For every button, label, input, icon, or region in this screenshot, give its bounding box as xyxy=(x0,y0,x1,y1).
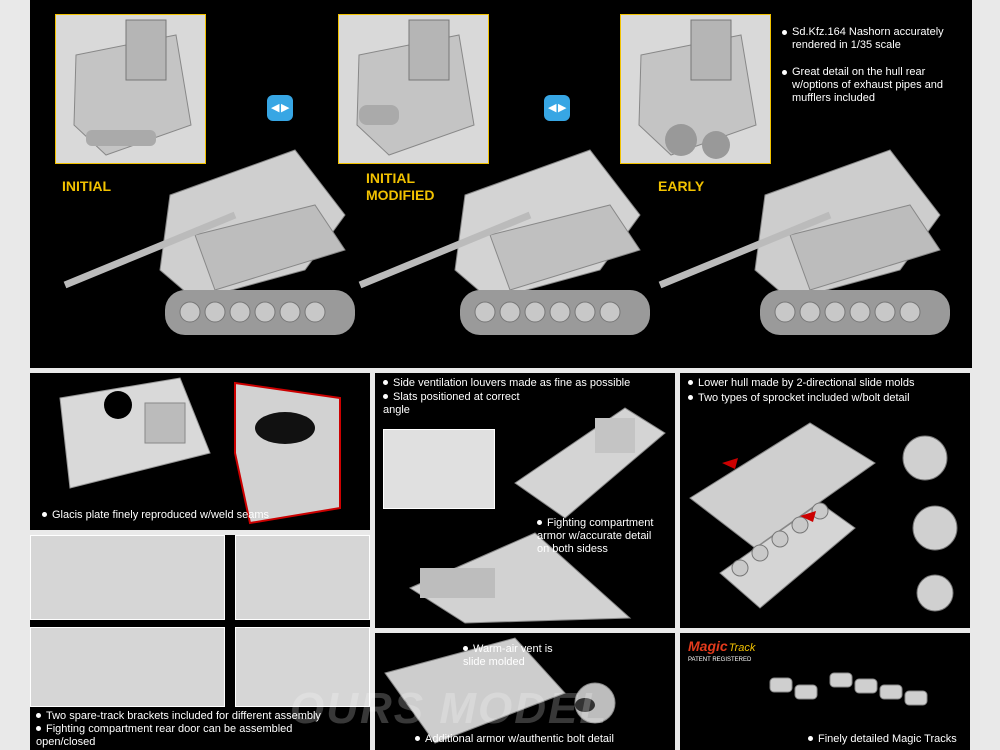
caption-glacis: Glacis plate finely reproduced w/weld se… xyxy=(42,509,269,522)
lower-hull-drawing xyxy=(689,422,958,612)
glacis-panel: Glacis plate finely reproduced w/weld se… xyxy=(30,373,370,530)
caption-text: Two spare-track brackets included for di… xyxy=(46,710,321,722)
variant-label-initial-modified: INITIAL MODIFIED xyxy=(366,170,435,203)
spare-track-panel: Two spare-track brackets included for di… xyxy=(30,535,370,750)
rear-door-open xyxy=(235,627,370,707)
inset-early-rear xyxy=(620,14,771,164)
variant-label-early: EARLY xyxy=(658,178,705,194)
tank-model-early xyxy=(658,149,950,335)
louver-detail-inset xyxy=(383,429,495,509)
caption-text: Slats positioned at correct angle xyxy=(383,391,520,416)
caption-text: Fighting compartment armor w/accurate de… xyxy=(537,517,654,555)
bullet-icon xyxy=(383,380,388,385)
caption-rear-door: Fighting compartment rear door can be as… xyxy=(36,723,336,749)
patent-label: PATENT REGISTERED xyxy=(688,657,752,663)
rear-hull-drawing xyxy=(356,19,475,156)
bullet-icon xyxy=(42,512,47,517)
tank-model-initial xyxy=(63,149,355,335)
glacis-drawing xyxy=(59,377,341,525)
bullet-icon xyxy=(808,736,813,741)
bullet-icon xyxy=(688,395,693,400)
caption-louvers: Side ventilation louvers made as fine as… xyxy=(383,377,630,390)
magic-tracks-panel: MagicTrack PATENT REGISTERED Finely deta… xyxy=(680,633,970,750)
rear-hull-drawing xyxy=(73,19,192,156)
caption-magic-tracks: Finely detailed Magic Tracks xyxy=(808,733,957,746)
bullet-icon xyxy=(36,726,41,731)
tank-model-initial-modified xyxy=(358,149,650,335)
note-rear-detail: Great detail on the hull rear w/options … xyxy=(782,66,972,105)
caption-warm-air: Warm-air vent is slide molded xyxy=(463,643,573,669)
caption-text: Side ventilation louvers made as fine as… xyxy=(393,377,631,389)
caption-slats: Slats positioned at correct angle xyxy=(383,391,543,417)
caption-spare-track: Two spare-track brackets included for di… xyxy=(36,710,366,723)
caption-additional-armor: Additional armor w/authentic bolt detail xyxy=(415,733,614,746)
caption-text: Additional armor w/authentic bolt detail xyxy=(425,733,614,745)
caption-text: Fighting compartment rear door can be as… xyxy=(36,723,293,748)
vent-drawing xyxy=(384,637,616,744)
rear-hull-drawing xyxy=(638,19,757,159)
magic-track-logo: MagicTrack PATENT REGISTERED xyxy=(688,638,755,663)
swap-icon: ◀▶ xyxy=(267,95,293,121)
louvers-panel: Side ventilation louvers made as fine as… xyxy=(375,373,675,628)
spare-track-bracket-b xyxy=(30,627,225,707)
caption-text: Warm-air vent is slide molded xyxy=(463,643,553,668)
note-scale: Sd.Kfz.164 Nashorn accurately rendered i… xyxy=(782,26,972,52)
track-links-drawing xyxy=(769,672,928,706)
logo-text: Magic xyxy=(688,638,728,654)
caption-text: Finely detailed Magic Tracks xyxy=(818,733,957,745)
caption-text: Glacis plate finely reproduced w/weld se… xyxy=(52,509,270,521)
caption-fighting-armor: Fighting compartment armor w/accurate de… xyxy=(537,517,662,556)
logo-text-tail: Track xyxy=(728,642,756,654)
bullet-icon xyxy=(383,394,388,399)
caption-lower-hull: Lower hull made by 2-directional slide m… xyxy=(688,377,914,390)
hull-side-drawing xyxy=(408,532,632,624)
bullet-icon xyxy=(688,380,693,385)
caption-sprocket: Two types of sprocket included w/bolt de… xyxy=(688,392,910,405)
bullet-icon xyxy=(537,520,542,525)
spare-track-bracket-a xyxy=(30,535,225,620)
lower-hull-panel: Lower hull made by 2-directional slide m… xyxy=(680,373,970,628)
inset-initial-modified-rear xyxy=(338,14,489,164)
bullet-icon xyxy=(463,646,468,651)
additional-armor-panel: Warm-air vent is slide molded Additional… xyxy=(375,633,675,750)
inset-initial-rear xyxy=(55,14,206,164)
rear-door-closed xyxy=(235,535,370,620)
swap-icon: ◀▶ xyxy=(544,95,570,121)
caption-text: Lower hull made by 2-directional slide m… xyxy=(698,377,915,389)
caption-text: Two types of sprocket included w/bolt de… xyxy=(698,392,910,404)
top-panel: ◀▶ ◀▶ INITIAL INITIAL MODIFIED EARLY xyxy=(30,0,972,368)
bullet-icon xyxy=(415,736,420,741)
watermark: OURS MODEL xyxy=(290,684,609,733)
bullet-icon xyxy=(36,713,41,718)
armor-drawing xyxy=(514,407,666,519)
variant-label-initial: INITIAL xyxy=(62,178,111,194)
